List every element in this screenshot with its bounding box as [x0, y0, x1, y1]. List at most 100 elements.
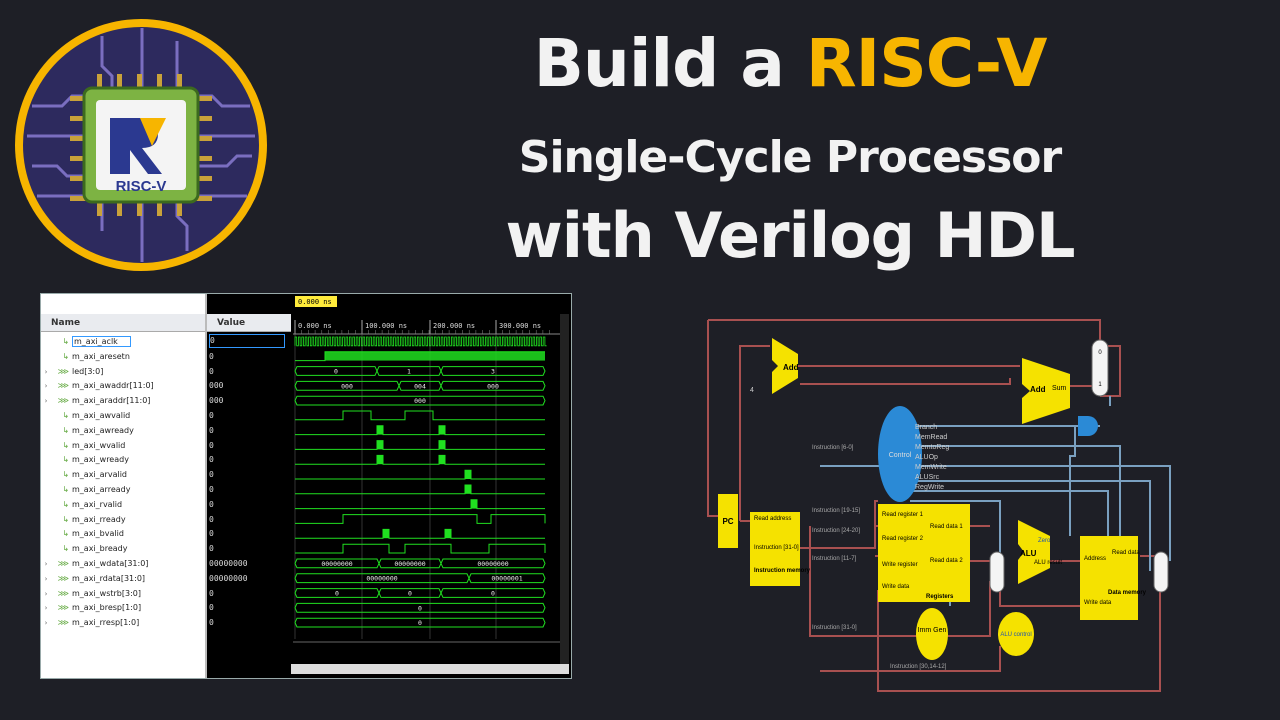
bus-value-label: 0 [418, 604, 422, 612]
bus-segment [378, 558, 442, 569]
bus-value-label: 000 [487, 382, 499, 390]
expand-chevron-icon[interactable]: › [44, 604, 48, 613]
imem-name: Instruction memory [754, 568, 811, 574]
signal-wave [295, 454, 545, 465]
signal-value: 0 [209, 485, 214, 494]
bus-signal-icon: ⋙ [57, 366, 69, 376]
signal-value: 0 [209, 603, 214, 613]
horizontal-scrollbar[interactable] [291, 664, 569, 674]
expand-chevron-icon[interactable]: › [44, 589, 48, 598]
signal-value: 0 [209, 588, 214, 598]
signal-name: m_axi_bvalid [72, 529, 124, 539]
signal-name: m_axi_awaddr[11:0] [72, 381, 154, 391]
signal-name: m_axi_aresetn [72, 351, 130, 361]
pc-mux-label-0: 0 [1098, 350, 1102, 356]
bus-signal-icon: ⋙ [57, 573, 69, 583]
bus-value-label: 0 [335, 590, 339, 598]
alu-zero: Zero [1038, 538, 1051, 544]
value-column-header[interactable]: Value [207, 314, 291, 332]
bus-segment [294, 573, 470, 584]
pc-mux-label-1: 1 [1098, 382, 1102, 388]
signal-row[interactable]: ›⋙led[3:0] [41, 364, 205, 379]
instr-label-24-20: Instruction [24-20] [812, 528, 860, 534]
wire-signal-icon: ↳ [62, 337, 69, 346]
signal-row[interactable]: ↳m_axi_bready [41, 541, 205, 556]
bus-signal-icon: ⋙ [57, 618, 69, 628]
bus-signal-icon: ⋙ [57, 603, 69, 613]
signal-row[interactable]: ↳m_axi_arvalid [41, 467, 205, 482]
bus-segment [294, 395, 546, 406]
wire-signal-icon: ↳ [62, 455, 69, 465]
expand-chevron-icon[interactable]: › [44, 367, 48, 376]
signal-value: 000 [209, 396, 224, 406]
ctl-memread: MemRead [915, 434, 947, 441]
bus-value-label: 000 [341, 382, 353, 390]
signal-row[interactable]: ›⋙m_axi_wstrb[3:0] [41, 586, 205, 601]
signal-value: 00000000 [209, 559, 248, 568]
signal-row[interactable]: ↳m_axi_awvalid [41, 408, 205, 423]
signal-row[interactable]: ↳m_axi_bvalid [41, 526, 205, 541]
time-tick: 200.000 ns [433, 322, 475, 330]
signal-row[interactable]: ↳m_axi_rready [41, 512, 205, 527]
expand-chevron-icon[interactable]: › [44, 574, 48, 583]
signal-row[interactable]: › ⋙m_axi_rdata[31:0] [41, 571, 205, 586]
dmem-write-data: Write data [1084, 600, 1112, 606]
signal-row[interactable]: ›⋙m_axi_bresp[1:0] [41, 600, 205, 615]
bus-value-label: 00000000 [321, 560, 352, 568]
signal-wave [295, 440, 545, 450]
signal-value: 0 [209, 455, 214, 465]
expand-chevron-icon[interactable]: › [44, 397, 48, 406]
bus-value-label: 00000001 [491, 575, 522, 583]
wire-signal-icon: ↳ [62, 440, 69, 450]
bus-signal-icon: ⋙ [57, 396, 69, 406]
reg-rr2: Read register 2 [882, 536, 924, 542]
signal-row[interactable]: ↳m_axi_arready [41, 482, 205, 497]
bus-segment [294, 602, 546, 613]
signal-name: m_axi_awvalid [72, 411, 131, 420]
alu-label: ALU [1020, 549, 1037, 558]
signal-row[interactable]: › ⋙m_axi_araddr[11:0] [41, 393, 205, 408]
signal-name: m_axi_araddr[11:0] [72, 396, 151, 406]
signal-row[interactable]: › ⋙m_axi_rresp[1:0] [41, 615, 205, 630]
signal-row[interactable]: ↳m_axi_aresetn [41, 349, 205, 364]
instr-label-19-15: Instruction [19-15] [812, 508, 860, 514]
expand-chevron-icon[interactable]: › [44, 619, 48, 628]
bus-signal-icon: ⋙ [57, 559, 69, 568]
expand-chevron-icon[interactable]: › [44, 560, 48, 568]
reg-wd: Write data [882, 584, 910, 590]
signal-name: m_axi_rvalid [72, 499, 123, 509]
signal-wave [295, 484, 545, 495]
signal-name: m_axi_rresp[1:0] [72, 618, 140, 628]
signal-row[interactable]: ↳m_axi_wvalid [41, 438, 205, 453]
bus-segment [440, 558, 546, 569]
vertical-scrollbar[interactable] [560, 314, 569, 664]
dmem-name: Data memory [1108, 590, 1147, 596]
name-column-header[interactable]: Name [41, 314, 205, 332]
title-line-1: Build a RISC-V [300, 22, 1280, 106]
signal-row[interactable]: ›⋙m_axi_awaddr[11:0] [41, 378, 205, 393]
expand-chevron-icon[interactable]: › [44, 382, 48, 391]
signal-value: 0 [209, 366, 214, 376]
single-cycle-datapath: Add 4 Add Sum 0 1 PC Control Branch MemR… [707, 319, 1171, 692]
signal-row[interactable]: ↳m_axi_wready [41, 452, 205, 467]
bus-value-label: 0 [491, 590, 495, 598]
signal-name-pane [41, 294, 205, 678]
signal-row[interactable]: ↳m_axi_rvalid [41, 497, 205, 512]
time-tick: 300.000 ns [499, 322, 541, 330]
bus-value-label: 0 [334, 368, 338, 376]
signal-row[interactable]: ↳m_axi_awready [41, 423, 205, 438]
reg-rd1: Read data 1 [930, 524, 963, 530]
reg-rd2: Read data 2 [930, 558, 963, 564]
wire-signal-icon: ↳ [62, 425, 69, 435]
dmem-address: Address [1084, 556, 1106, 562]
bus-segment [294, 588, 380, 598]
wire-signal-icon: ↳ [62, 544, 69, 554]
ctl-regwrite: RegWrite [915, 484, 944, 491]
signal-name: m_axi_rdata[31:0] [72, 573, 146, 583]
signal-row[interactable]: ›⋙m_axi_wdata[31:0] [41, 556, 205, 571]
signal-value: 0 [209, 529, 214, 539]
signal-row[interactable]: ↳m_axi_aclk [41, 334, 205, 349]
signal-value: 0 [209, 440, 214, 450]
